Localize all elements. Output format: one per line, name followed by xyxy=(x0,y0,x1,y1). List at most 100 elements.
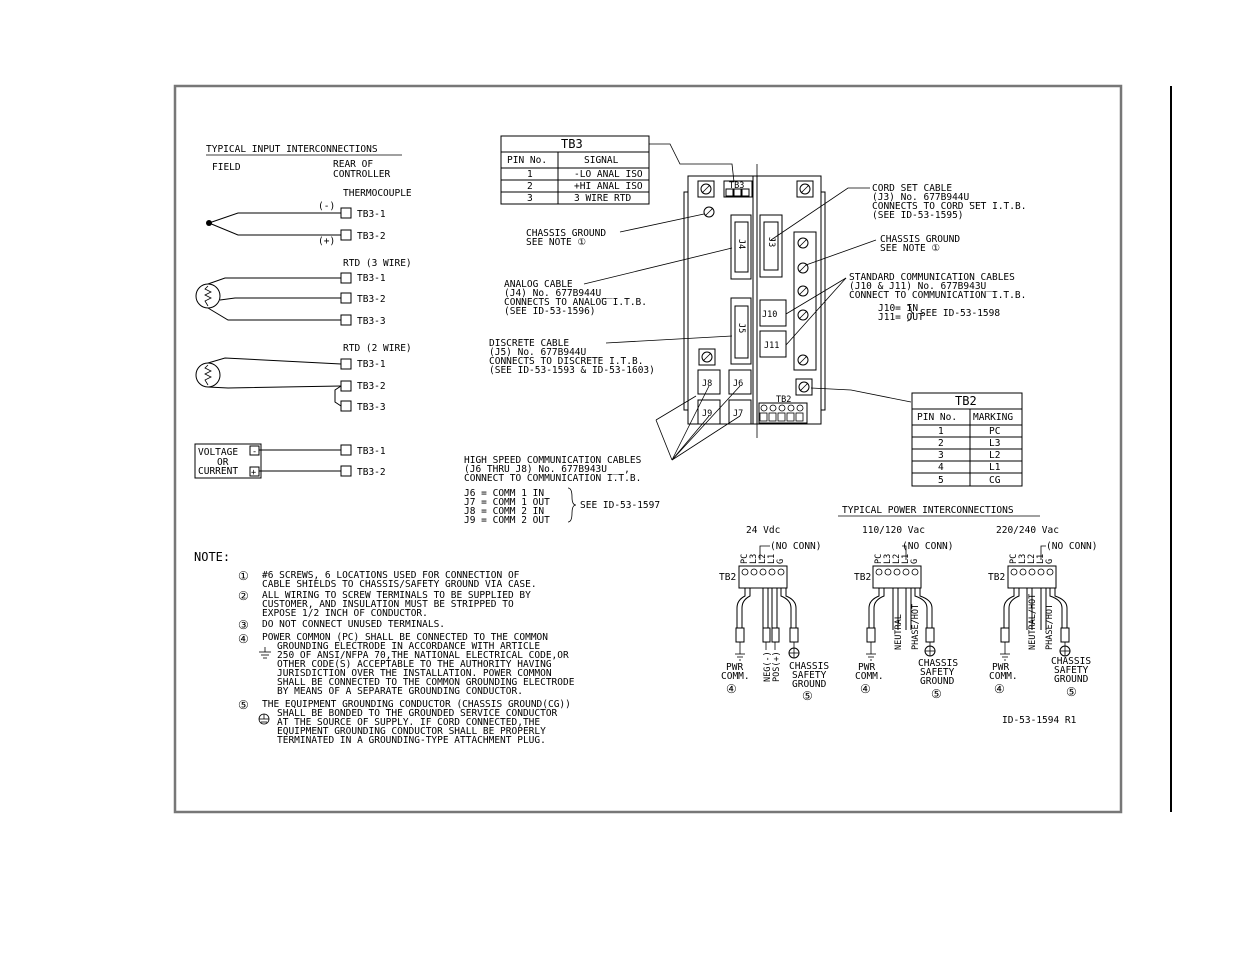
tc-terminal-1 xyxy=(340,207,352,219)
note-5-line4: EQUIPMENT GROUNDING CONDUCTOR SHALL BE P… xyxy=(277,726,546,737)
stdcomm-line3: CONNECT TO COMMUNICATION I.T.B. xyxy=(849,290,1026,301)
vc-line-1: VOLTAGE xyxy=(198,447,238,458)
field-label: FIELD xyxy=(212,162,241,173)
device-j7: J7 xyxy=(733,409,743,419)
chassis-ground-1-line1: CHASSIS GROUND xyxy=(526,228,606,239)
note-4-line3: 250 OF ANSI/NFPA 70,THE NATIONAL ELECTRI… xyxy=(277,650,569,661)
tb3-header-pin: PIN No. xyxy=(507,155,547,166)
noconn-110: (NO CONN) xyxy=(902,541,953,552)
tc-tb3-1: TB3-1 xyxy=(357,209,386,220)
n4-110: ④ xyxy=(860,682,871,696)
rtd3-tb3-3: TB3-3 xyxy=(357,316,386,327)
tb3-row3-pin: 3 xyxy=(527,193,533,204)
tb3-row3-signal: 3 WIRE RTD xyxy=(574,193,631,204)
noconn-220: (NO CONN) xyxy=(1046,541,1097,552)
cordset-line3: CONNECTS TO CORD SET I.T.B. xyxy=(872,201,1026,212)
rtd2-terminal-1 xyxy=(340,358,352,370)
vc-tb3-1: TB3-1 xyxy=(357,446,386,457)
screw-6 xyxy=(797,285,809,297)
note-5-line2: SHALL BE BONDED TO THE GROUNDED SERVICE … xyxy=(277,708,558,719)
screw-10 xyxy=(795,378,813,396)
pwr-220-line2: COMM. xyxy=(989,671,1018,682)
thermocouple-label: THERMOCOUPLE xyxy=(343,188,412,199)
svg-text:G: G xyxy=(910,559,920,564)
chassis-ground-2-line2: SEE NOTE ① xyxy=(880,243,940,254)
n5-24: ⑤ xyxy=(802,689,813,703)
device-tb3-label: TB3 xyxy=(729,181,744,191)
power-interconnections: TYPICAL POWER INTERCONNECTIONS 24 Vdc 11… xyxy=(719,505,1097,703)
tb2-header-pin: PIN No. xyxy=(917,412,957,423)
svg-text:G: G xyxy=(1045,559,1055,564)
note-5-number: ⑤ xyxy=(238,698,249,712)
screw-3 xyxy=(796,180,814,198)
safety-24-line1: CHASSIS xyxy=(789,661,829,672)
analog-line4: (SEE ID-53-1596) xyxy=(504,306,596,317)
safety-110-line2: SAFETY xyxy=(920,667,955,678)
tb3-row1-pin: 1 xyxy=(527,169,533,180)
callouts: CHASSIS GROUND SEE NOTE ① ANALOG CABLE (… xyxy=(464,183,1026,526)
note-4-line6: SHALL BE CONNECTED TO THE COMMON GROUNDI… xyxy=(277,677,575,688)
note-1-line1: #6 SCREWS, 6 LOCATIONS USED FOR CONNECTI… xyxy=(262,570,520,581)
rtd3-terminal-3 xyxy=(340,314,352,326)
vc-plus: + xyxy=(251,468,256,478)
tc-terminal-2 xyxy=(340,229,352,241)
power-110v: 110/120 Vac xyxy=(862,525,925,536)
vc-terminal-1 xyxy=(340,444,352,456)
power-24v: 24 Vdc xyxy=(746,525,780,536)
tc-minus-label: (-) xyxy=(318,201,335,212)
pwr-24-line1: PWR xyxy=(726,662,743,673)
svg-text:G: G xyxy=(776,559,786,564)
stdcomm-line1: STANDARD COMMUNICATION CABLES xyxy=(849,272,1015,283)
tb2-24-label: TB2 xyxy=(719,572,736,583)
tb2-row5-pin: 5 xyxy=(938,475,944,486)
input-title: TYPICAL INPUT INTERCONNECTIONS xyxy=(206,144,378,155)
hscomm-line2: (J6 THRU J8) No. 677B943U__ , xyxy=(464,464,630,475)
cordset-line2: (J3) No. 677B944U__ xyxy=(872,192,981,203)
screw-2 xyxy=(703,206,715,218)
device-j5: J5 xyxy=(736,323,746,333)
chassis-ground-2-line1: CHASSIS GROUND xyxy=(880,234,960,245)
voltage-current-box xyxy=(194,443,262,479)
svg-text:PC: PC xyxy=(1009,554,1019,564)
device-tb2-label: TB2 xyxy=(776,395,791,405)
power-title: TYPICAL POWER INTERCONNECTIONS xyxy=(842,505,1014,516)
note-4-line1: POWER COMMON (PC) SHALL BE CONNECTED TO … xyxy=(262,632,548,643)
controller-case xyxy=(687,175,822,425)
stdcomm-line2: (J10 & J11) No. 677B943U__ xyxy=(849,281,998,292)
note-2-number: ② xyxy=(238,589,249,603)
svg-text:L2: L2 xyxy=(1027,554,1037,564)
note-2-line3: EXPOSE 1/2 INCH OF CONDUCTOR. xyxy=(262,608,428,619)
n4-24: ④ xyxy=(726,682,737,696)
rtd2-tb3-2: TB3-2 xyxy=(357,381,386,392)
n4-220: ④ xyxy=(994,682,1005,696)
vc-line-2: OR xyxy=(217,457,229,468)
vc-terminal-2 xyxy=(340,465,352,477)
note-4-line4: OTHER CODE(S) ACCEPTABLE TO THE AUTHORIT… xyxy=(277,659,552,670)
rtd2-tb3-3: TB3-3 xyxy=(357,402,386,413)
tb2-row2-pin: 2 xyxy=(938,438,944,449)
rtd3-tb3-2: TB3-2 xyxy=(357,294,386,305)
notes-section: NOTE: ① #6 SCREWS, 6 LOCATIONS USED FOR … xyxy=(194,550,575,746)
tb3-header-signal: SIGNAL xyxy=(584,155,619,166)
phase-220-label: PHASE/HOT xyxy=(1045,604,1055,650)
device-j6: J6 xyxy=(733,379,743,389)
n5-220: ⑤ xyxy=(1066,685,1077,699)
tb2-row3-pin: 3 xyxy=(938,450,944,461)
device-j11: J11 xyxy=(764,341,779,351)
leader-lines xyxy=(583,187,912,461)
screw-1 xyxy=(697,180,715,198)
safety-220-line1: CHASSIS xyxy=(1051,656,1091,667)
drawing-id: ID-53-1594 R1 xyxy=(1002,715,1077,726)
jlist-3: J8 = COMM 2 IN xyxy=(464,506,544,517)
jlist-2: J7 = COMM 1 OUT xyxy=(464,497,550,508)
analog-line1: ANALOG CABLE xyxy=(504,279,573,290)
jlist-4: J9 = COMM 2 OUT xyxy=(464,515,550,526)
note-3-line1: DO NOT CONNECT UNUSED TERMINALS. xyxy=(262,619,445,630)
svg-text:L3: L3 xyxy=(1018,554,1028,564)
rtd2-label: RTD (2 WIRE) xyxy=(343,343,412,354)
tb2-row5-mark: CG xyxy=(989,475,1001,486)
tb2-220-label: TB2 xyxy=(988,572,1005,583)
note-5-line1: THE EQUIPMENT GROUNDING CONDUCTOR (CHASS… xyxy=(262,699,571,710)
svg-text:PC: PC xyxy=(740,554,750,564)
